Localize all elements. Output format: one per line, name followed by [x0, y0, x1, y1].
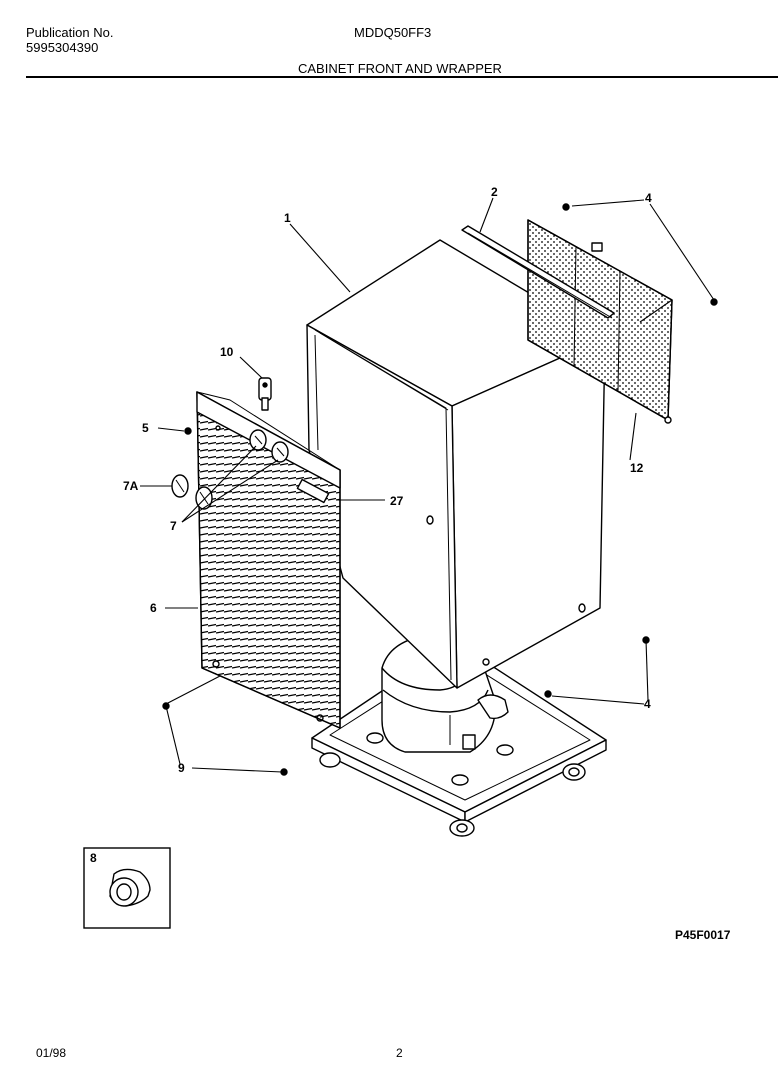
callout-4-top: 4: [645, 191, 652, 205]
callout-2: 2: [491, 185, 498, 199]
model-number: MDDQ50FF3: [354, 25, 432, 40]
callout-12: 12: [630, 461, 644, 475]
plug-button-icon: [109, 868, 151, 907]
inset-label: 8: [90, 851, 97, 865]
publication-label: Publication No.: [26, 25, 114, 40]
callout-7a: 7A: [123, 479, 139, 493]
rail-strip: [461, 225, 615, 319]
switch-part: [258, 377, 272, 411]
callout-10: 10: [220, 345, 234, 359]
callout-27: 27: [390, 494, 404, 508]
callout-1: 1: [284, 211, 291, 225]
control-knobs: [171, 474, 213, 510]
callout-7: 7: [170, 519, 177, 533]
page-number: 2: [396, 1046, 403, 1060]
callout-6: 6: [150, 601, 157, 615]
header-rule: [26, 76, 778, 78]
leader-lines: [140, 197, 715, 773]
rear-grille: [527, 219, 673, 424]
inset-box: 8: [83, 847, 171, 929]
callout-4-bottom: 4: [644, 697, 651, 711]
figure-code: P45F0017: [675, 928, 731, 942]
footer-date: 01/98: [36, 1046, 67, 1060]
page-title: CABINET FRONT AND WRAPPER: [298, 61, 502, 76]
callout-labels: 1 2 4 4 5 6 7A 7 9 10 12 27: [123, 185, 652, 775]
callout-5: 5: [142, 421, 149, 435]
callout-9: 9: [178, 761, 185, 775]
publication-number: 5995304390: [26, 40, 99, 55]
cabinet-wrapper: [306, 239, 606, 689]
front-panel: [196, 391, 341, 729]
